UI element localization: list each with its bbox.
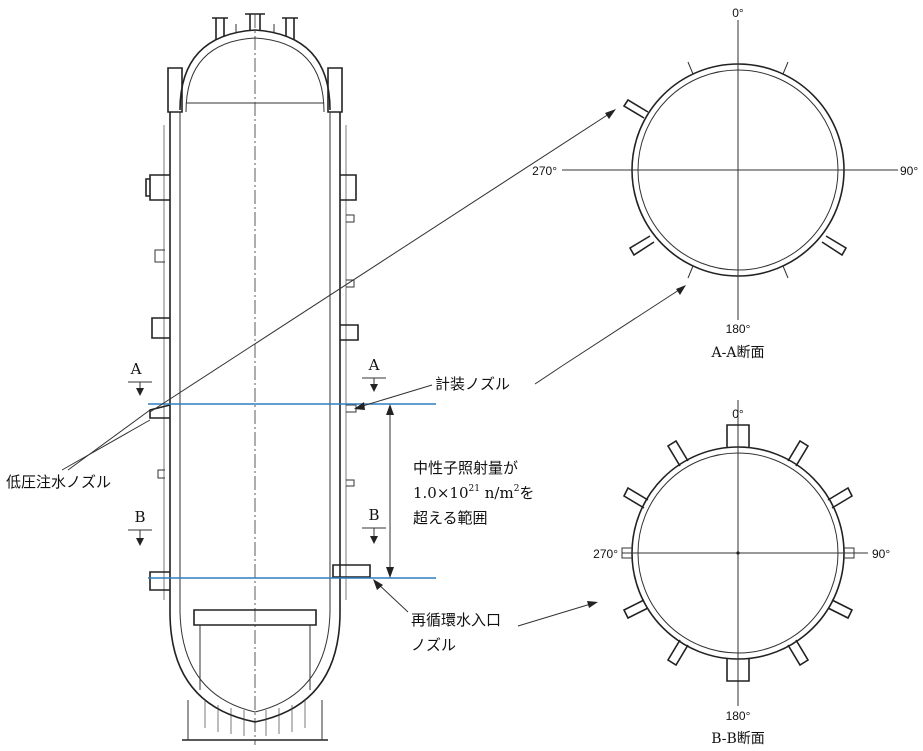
head-flange-right (327, 67, 343, 113)
lpi-to-aa-arrow (605, 109, 616, 119)
aa-deg-0: 0° (732, 6, 744, 20)
lpi-nozzle-label: 低圧注水ノズル (6, 473, 111, 491)
section-aa: 0° 90° 180° 270° A-A断面 (532, 6, 918, 361)
vessel-bottom-head-outer (169, 611, 341, 723)
range-arrow-top (386, 404, 394, 415)
instrument-nozzle-leader (355, 384, 433, 409)
bb-center-dot (736, 551, 740, 555)
aa-caption: A-A断面 (711, 345, 765, 361)
section-b-left-arrow (136, 538, 144, 546)
section-a-left-label: A (130, 360, 142, 378)
instrument-nozzle-shape (346, 404, 357, 413)
instrument-label-leader (534, 365, 563, 385)
recirc-outlet-nozzle-left (149, 571, 170, 591)
small-nozzle-left-2 (157, 469, 165, 479)
section-a-right-label: A (368, 356, 380, 374)
section-bb: 0° 90° 180° 270° B-B断面 (593, 400, 890, 747)
cr-drive-housings (204, 700, 306, 736)
range-text-exp: 21 (469, 484, 480, 494)
bb-nozzle-180 (726, 659, 750, 682)
bb-deg-90: 90° (872, 547, 890, 561)
bb-caption: B-B断面 (711, 731, 765, 747)
range-text-line2: 1.0×1021 n/m2を (413, 484, 534, 502)
bb-deg-270: 270° (593, 547, 618, 561)
recirc-to-bb-leader (517, 602, 595, 627)
range-dimension (386, 404, 394, 578)
steam-nozzle-left (149, 174, 170, 201)
bb-nozzle-120l (622, 599, 649, 620)
small-nozzles-right (346, 214, 355, 487)
aa-deg-180: 180° (726, 322, 751, 336)
instrument-nozzle-arrow (354, 402, 365, 410)
bb-deg-180: 180° (726, 709, 751, 723)
top-nozzle-left (212, 17, 228, 40)
leaders: 計装ノズル 低圧注水ノズル 中性子照射量が 1.0×1021 n/m2を 超える… (6, 109, 686, 654)
lpi-leader-upper (67, 409, 151, 471)
top-nozzle-right (282, 17, 298, 40)
bb-nozzle-30r (787, 439, 810, 467)
section-a-left-arrow (136, 388, 144, 396)
vessel-top-head-outer (179, 29, 331, 111)
small-nozzle-left-1 (154, 249, 165, 263)
head-flange-left (167, 67, 183, 113)
steam-nozzle-right (340, 174, 357, 201)
vessel-skirt (187, 700, 323, 740)
top-small-nozzles (235, 24, 275, 32)
section-b-right-arrow (370, 536, 378, 544)
instrument-nozzle-label: 計装ノズル (435, 375, 510, 393)
vessel-bottom-head-inner (179, 611, 331, 713)
recirc-to-bb-arrow (587, 601, 598, 608)
range-arrow-bottom (386, 567, 394, 578)
lpi-to-aa-leader (149, 111, 613, 413)
bb-nozzle-120r (827, 599, 854, 620)
range-text-exp2: 2 (514, 484, 520, 494)
section-a-right-arrow (370, 384, 378, 392)
lpi-nozzle-left-shape (149, 404, 171, 419)
instrument-to-aa-arrow (676, 285, 686, 295)
recirc-arrow (373, 579, 383, 590)
bb-nozzle-150r (787, 639, 810, 667)
bb-deg-0: 0° (732, 407, 744, 421)
aa-nozzle-nw (622, 98, 649, 119)
section-markers: A A B B (128, 356, 386, 546)
section-b-right-label: B (368, 506, 379, 524)
aa-deg-270: 270° (532, 164, 557, 178)
bb-nozzle-60l (622, 486, 649, 509)
aa-nozzle-sw (628, 235, 655, 257)
aa-instrument-nozzles (687, 61, 789, 279)
feedwater-nozzle-right (340, 324, 359, 341)
bb-nozzle-30l (666, 439, 689, 467)
range-text-line1: 中性子照射量が (413, 459, 518, 477)
bb-nozzle-0 (726, 424, 750, 447)
bb-nozzle-60r (827, 486, 854, 509)
section-b-left-label: B (134, 508, 145, 526)
aa-nozzle-se (821, 235, 848, 257)
recirc-label-line1: 再循環水入口 (411, 611, 501, 629)
aa-deg-90: 90° (900, 164, 918, 178)
instrument-to-aa-leader (561, 287, 683, 367)
recirc-leader (375, 581, 409, 613)
vessel-elevation (145, 13, 436, 745)
range-text-line3: 超える範囲 (413, 509, 488, 527)
recirc-label-line2: ノズル (411, 636, 456, 654)
core-support-plate (193, 609, 317, 626)
feedwater-nozzle-left (151, 317, 170, 339)
range-text-suffix: を (519, 484, 534, 502)
range-text-unit: n/m (480, 484, 514, 502)
bb-nozzle-150l (666, 639, 689, 667)
steam-nozzle-left-flange (145, 178, 150, 197)
bb-nozzle-90-270 (621, 547, 855, 559)
range-text-coef: 1.0×10 (413, 484, 469, 502)
lpi-leader-lower (61, 419, 151, 471)
recirc-inlet-nozzle-shape (332, 564, 371, 578)
